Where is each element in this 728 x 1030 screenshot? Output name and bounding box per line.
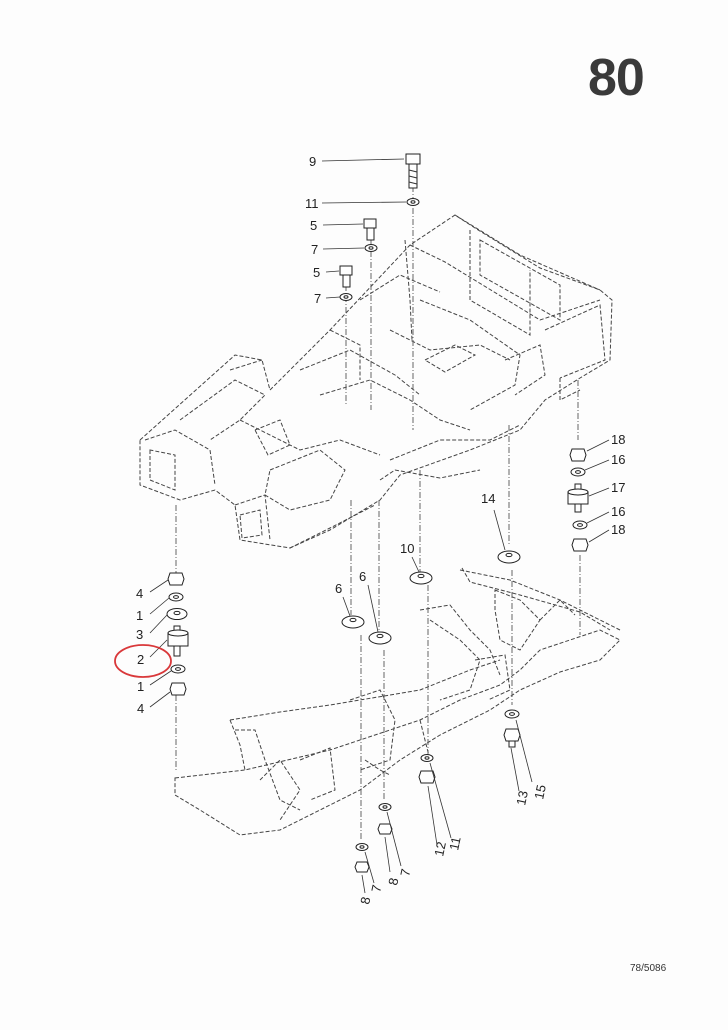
washer-part-7-d — [355, 843, 369, 851]
callout-6: 6 — [335, 581, 342, 596]
upper-body-frame — [139, 214, 613, 549]
washer-part-1-bottom — [170, 664, 186, 674]
mount-part-17 — [567, 483, 589, 513]
callout-13: 13 — [513, 789, 531, 806]
callout-18: 18 — [611, 432, 625, 447]
nut-part-4-top — [167, 572, 185, 586]
washer-part-1-top — [168, 592, 184, 602]
callout-labels: 9 11 5 7 5 7 18 16 17 16 18 14 10 6 6 4 … — [136, 154, 625, 906]
callout-7: 7 — [368, 883, 384, 893]
callout-18: 18 — [611, 522, 625, 537]
callout-16: 16 — [611, 504, 625, 519]
bolt-part-9 — [405, 153, 421, 189]
bolt-part-5-a — [363, 218, 377, 241]
callout-3: 3 — [136, 627, 143, 642]
bolt-part-13 — [503, 728, 521, 748]
pad-part-3 — [166, 608, 188, 620]
washer-part-15 — [504, 709, 520, 719]
nut-part-12 — [418, 770, 436, 784]
page-number: 80 — [588, 49, 645, 107]
mount-part-2 — [167, 625, 189, 657]
callout-6: 6 — [359, 569, 366, 584]
bolt-part-5-b — [339, 265, 353, 288]
callout-14: 14 — [481, 491, 495, 506]
pad-part-14 — [497, 550, 521, 564]
callout-7: 7 — [314, 291, 321, 306]
callout-9: 9 — [309, 154, 316, 169]
washer-part-16-top — [570, 467, 586, 477]
callout-10: 10 — [400, 541, 414, 556]
hardware-parts — [166, 153, 589, 873]
nut-part-8-b — [354, 861, 370, 873]
callout-16: 16 — [611, 452, 625, 467]
assembly-axes — [175, 175, 581, 840]
washer-part-11-bottom — [420, 754, 434, 762]
callout-11: 11 — [305, 196, 319, 211]
nut-part-8-a — [377, 823, 393, 835]
callout-1: 1 — [136, 608, 143, 623]
highlight-circle — [114, 644, 172, 678]
callout-4: 4 — [136, 586, 143, 601]
callout-7: 7 — [311, 242, 318, 257]
washer-part-7-a — [364, 244, 378, 252]
nut-part-18-bottom — [571, 538, 589, 552]
callout-2: 2 — [137, 652, 144, 667]
pad-part-6-a — [341, 615, 365, 629]
nut-part-4-bottom — [169, 682, 187, 696]
washer-part-7-c — [378, 803, 392, 811]
callout-5: 5 — [310, 218, 317, 233]
callout-8: 8 — [385, 876, 401, 886]
washer-part-16-bottom — [572, 520, 588, 530]
callout-12: 12 — [431, 840, 449, 857]
callout-8: 8 — [357, 895, 373, 905]
leader-lines — [149, 158, 610, 894]
drawing-reference: 78/5086 — [630, 963, 667, 974]
callout-17: 17 — [611, 480, 625, 495]
callout-4: 4 — [137, 701, 144, 716]
callout-15: 15 — [531, 783, 549, 800]
callout-5: 5 — [313, 265, 320, 280]
callout-7: 7 — [397, 867, 413, 877]
lower-chassis-frame — [174, 567, 621, 836]
callout-11: 11 — [446, 835, 463, 851]
pad-part-10 — [409, 571, 433, 585]
washer-part-11-top — [406, 198, 420, 206]
washer-part-7-b — [339, 293, 353, 301]
nut-part-18-top — [569, 448, 587, 462]
callout-1: 1 — [137, 679, 144, 694]
pad-part-6-b — [368, 631, 392, 645]
